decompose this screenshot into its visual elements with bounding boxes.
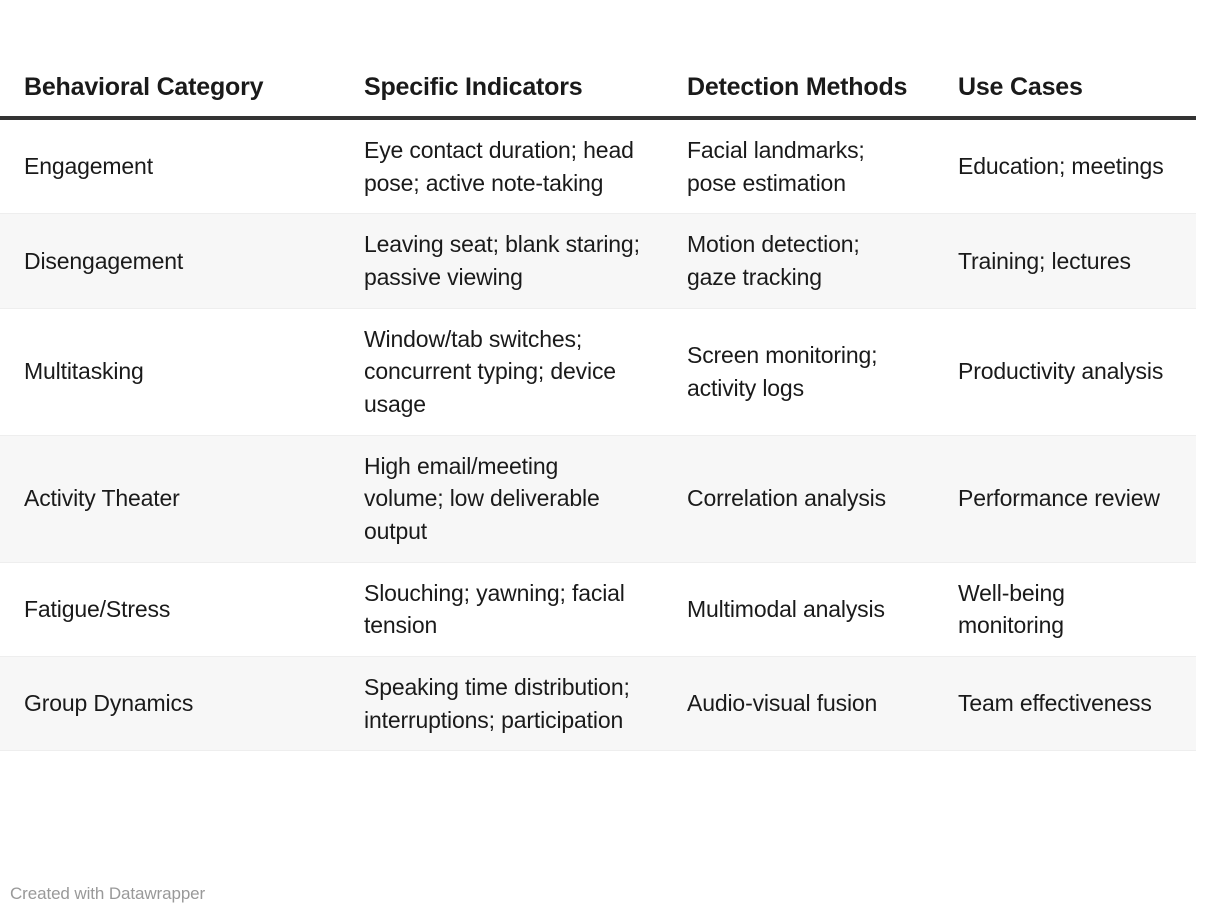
cell-text: High email/meeting volume; low deliverab… <box>364 452 600 544</box>
cell-use-cases: Training; lectures <box>934 213 1196 309</box>
cell-text: Disengagement <box>24 247 184 274</box>
cell-indicators: Speaking time distribution; interruption… <box>340 656 663 752</box>
column-header-detection-methods[interactable]: Detection Methods <box>663 0 934 120</box>
cell-text: Performance review <box>958 485 1160 512</box>
cell-text: Audio-visual fusion <box>687 690 878 717</box>
cell-text: Education; meetings <box>958 153 1164 180</box>
cell-text: Window/tab switches; concurrent typing; … <box>364 325 616 417</box>
cell-use-cases: Education; meetings <box>934 118 1196 215</box>
cell-text: Screen monitoring; activity logs <box>687 341 878 401</box>
cell-indicators: Slouching; yawning; facial tension <box>340 562 663 657</box>
table-row: Activity Theater High email/meeting volu… <box>0 435 1196 563</box>
table-row: Fatigue/Stress Slouching; yawning; facia… <box>0 562 1196 657</box>
cell-text: Team effectiveness <box>958 690 1152 717</box>
cell-use-cases: Performance review <box>934 435 1196 563</box>
cell-methods: Correlation analysis <box>663 435 934 563</box>
column-header-behavioral-category[interactable]: Behavioral Category <box>0 0 340 120</box>
table-row: Multitasking Window/tab switches; concur… <box>0 308 1196 436</box>
table-row: Engagement Eye contact duration; head po… <box>0 118 1196 215</box>
cell-text: Activity Theater <box>24 485 180 512</box>
cell-text: Leaving seat; blank staring; passive vie… <box>364 231 640 290</box>
table-header: Behavioral Category Specific Indicators … <box>0 0 1196 120</box>
table-row: Disengagement Leaving seat; blank starin… <box>0 213 1196 309</box>
cell-text: Productivity analysis <box>958 358 1164 385</box>
cell-category: Activity Theater <box>0 435 340 563</box>
column-header-specific-indicators[interactable]: Specific Indicators <box>340 0 663 120</box>
cell-category: Group Dynamics <box>0 656 340 752</box>
cell-methods: Screen monitoring; activity logs <box>663 308 934 436</box>
cell-text: Eye contact duration; head pose; active … <box>364 137 634 196</box>
cell-use-cases: Well-being monitoring <box>934 562 1196 657</box>
cell-indicators: High email/meeting volume; low deliverab… <box>340 435 663 563</box>
cell-text: Training; lectures <box>958 247 1131 274</box>
cell-text: Fatigue/Stress <box>24 595 171 622</box>
cell-text: Correlation analysis <box>687 485 886 512</box>
cell-use-cases: Team effectiveness <box>934 656 1196 752</box>
table-body: Engagement Eye contact duration; head po… <box>0 118 1196 752</box>
cell-indicators: Eye contact duration; head pose; active … <box>340 118 663 215</box>
table-header-row: Behavioral Category Specific Indicators … <box>0 0 1196 120</box>
cell-indicators: Window/tab switches; concurrent typing; … <box>340 308 663 436</box>
cell-text: Facial landmarks; pose estimation <box>687 137 865 196</box>
cell-text: Well-being monitoring <box>958 579 1065 639</box>
cell-category: Engagement <box>0 118 340 215</box>
datawrapper-credit[interactable]: Created with Datawrapper <box>10 884 206 903</box>
cell-text: Engagement <box>24 153 153 180</box>
cell-category: Disengagement <box>0 213 340 309</box>
column-header-use-cases[interactable]: Use Cases <box>934 0 1196 120</box>
cell-use-cases: Productivity analysis <box>934 308 1196 436</box>
cell-text: Multitasking <box>24 358 144 385</box>
cell-text: Speaking time distribution; interruption… <box>364 673 630 733</box>
cell-methods: Facial landmarks; pose estimation <box>663 118 934 215</box>
cell-category: Fatigue/Stress <box>0 562 340 657</box>
cell-text: Motion detection; gaze tracking <box>687 231 860 290</box>
cell-methods: Motion detection; gaze tracking <box>663 213 934 309</box>
cell-methods: Multimodal analysis <box>663 562 934 657</box>
cell-indicators: Leaving seat; blank staring; passive vie… <box>340 213 663 309</box>
behavioral-analytics-table: Behavioral Category Specific Indicators … <box>0 0 1196 752</box>
cell-methods: Audio-visual fusion <box>663 656 934 752</box>
cell-text: Multimodal analysis <box>687 595 885 622</box>
cell-text: Group Dynamics <box>24 690 194 717</box>
cell-text: Slouching; yawning; facial tension <box>364 579 625 639</box>
table-row: Group Dynamics Speaking time distributio… <box>0 656 1196 752</box>
cell-category: Multitasking <box>0 308 340 436</box>
